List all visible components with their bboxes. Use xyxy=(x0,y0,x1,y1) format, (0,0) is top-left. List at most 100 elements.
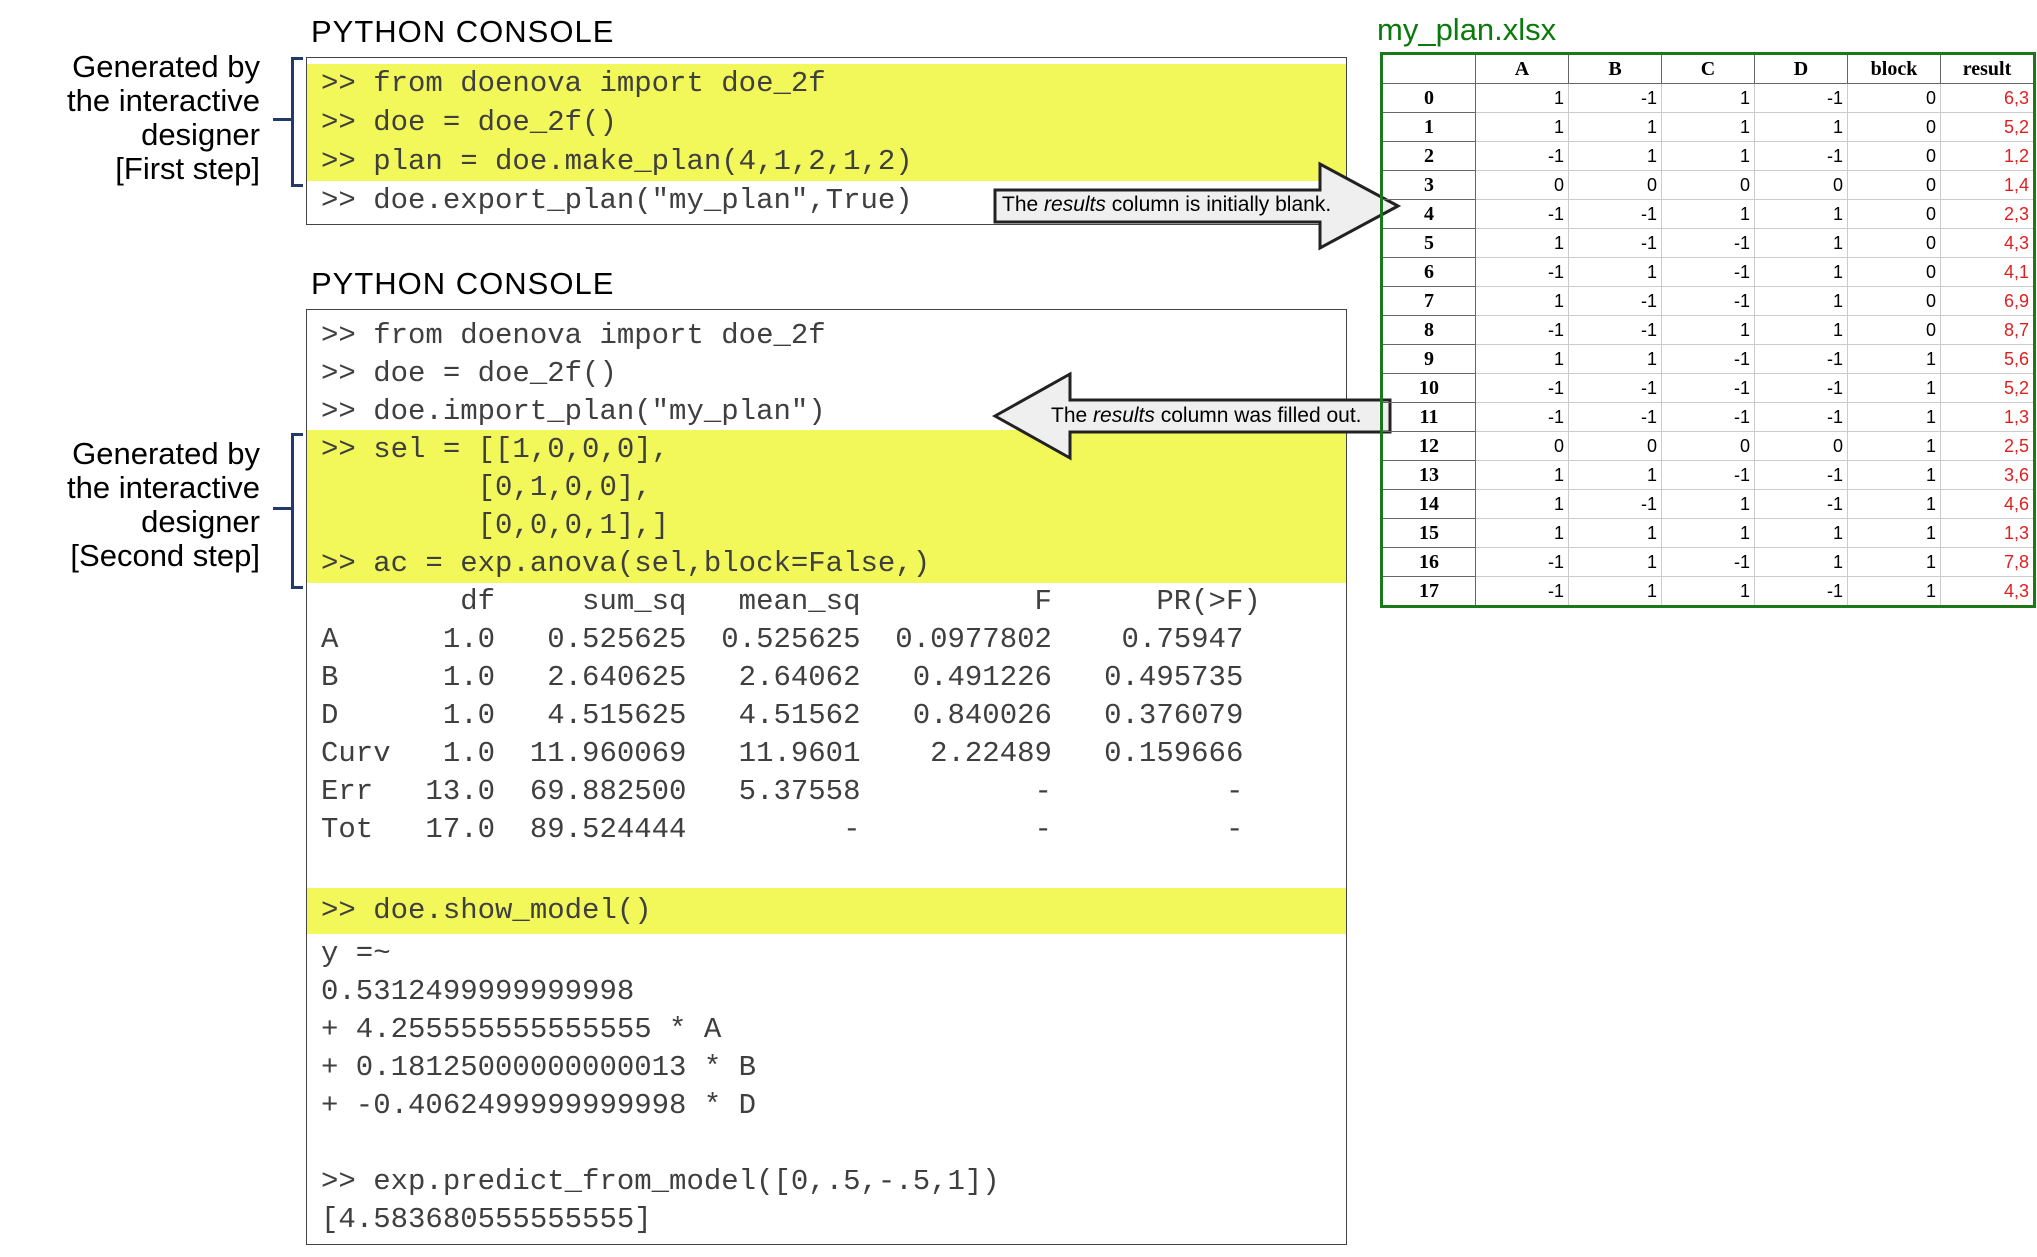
sheet-result-cell: 1,2 xyxy=(1940,141,2035,171)
sheet-cell: 1 xyxy=(1475,344,1569,374)
sheet-filename: my_plan.xlsx xyxy=(1377,12,1557,47)
model-line: y =~ xyxy=(321,937,391,970)
sheet-cell: 1 xyxy=(1475,460,1569,490)
console2-line: [0,1,0,0], xyxy=(307,468,1346,507)
label-line: the interactive xyxy=(67,83,260,118)
anova-row: Tot 17.0 89.524444 - - - xyxy=(321,813,1244,846)
label-line: Generated by xyxy=(72,49,260,84)
sheet-cell: 1 xyxy=(1661,576,1755,607)
sheet-result-cell: 5,2 xyxy=(1940,112,2035,142)
sheet-cell: 1 xyxy=(1754,518,1848,548)
sheet-cell: 1 xyxy=(1847,402,1941,432)
sheet-cell: 1 xyxy=(1475,489,1569,519)
sheet-row-index: 12 xyxy=(1381,431,1476,461)
sheet-cell: -1 xyxy=(1661,547,1755,577)
sheet-cell: -1 xyxy=(1475,402,1569,432)
sheet-row-index: 3 xyxy=(1381,170,1476,200)
sheet-cell: 0 xyxy=(1847,228,1941,258)
sheet-cell: 0 xyxy=(1661,170,1755,200)
sheet-cell: 1 xyxy=(1847,344,1941,374)
sheet-column-header: block xyxy=(1847,53,1941,84)
console2-line xyxy=(307,848,1346,887)
sheet-column-header: B xyxy=(1568,53,1662,84)
sheet-cell: 0 xyxy=(1847,286,1941,316)
sheet-cell: 1 xyxy=(1661,112,1755,142)
sheet-cell: 1 xyxy=(1568,460,1662,490)
sheet-cell: 1 xyxy=(1754,547,1848,577)
sheet-result-cell: 5,6 xyxy=(1940,344,2035,374)
sheet-cell: 0 xyxy=(1847,315,1941,345)
sheet-row-index: 10 xyxy=(1381,373,1476,403)
sheet-cell: 1 xyxy=(1475,83,1569,113)
sheet-cell: 1 xyxy=(1661,199,1755,229)
sheet-result-cell: 7,8 xyxy=(1940,547,2035,577)
sheet-result-cell: 4,3 xyxy=(1940,576,2035,607)
export-arrow-label: The results column is initially blank. xyxy=(1002,193,1332,216)
anova-row: B 1.0 2.640625 2.64062 0.491226 0.495735 xyxy=(321,661,1244,694)
sheet-result-cell: 3,6 xyxy=(1940,460,2035,490)
sheet-cell: 0 xyxy=(1754,431,1848,461)
sheet-cell: 0 xyxy=(1754,170,1848,200)
sheet-cell: -1 xyxy=(1568,402,1662,432)
sheet-result-cell: 2,3 xyxy=(1940,199,2035,229)
bracket-tick xyxy=(273,507,291,510)
sheet-cell: 0 xyxy=(1568,170,1662,200)
sheet-row-index: 1 xyxy=(1381,112,1476,142)
sheet-cell: 1 xyxy=(1847,489,1941,519)
console1-line: >> plan = doe.make_plan(4,1,2,1,2) xyxy=(307,142,1346,181)
sheet-cell: 1 xyxy=(1475,112,1569,142)
console1-line: >> from doenova import doe_2f xyxy=(307,64,1346,103)
console2-line xyxy=(307,1124,1346,1163)
sheet-row-index: 6 xyxy=(1381,257,1476,287)
sheet-cell: 1 xyxy=(1568,518,1662,548)
sheet-cell: -1 xyxy=(1754,83,1848,113)
model-line: + 4.255555555555555 * A xyxy=(321,1013,722,1046)
sheet-cell: -1 xyxy=(1661,257,1755,287)
sheet-cell: -1 xyxy=(1568,228,1662,258)
sheet-cell: -1 xyxy=(1568,83,1662,113)
sheet-result-cell: 6,9 xyxy=(1940,286,2035,316)
sheet-cell: 0 xyxy=(1475,170,1569,200)
sheet-row-index: 7 xyxy=(1381,286,1476,316)
console2-line: >> doe = doe_2f() xyxy=(321,357,617,390)
console2-line: >> doe.show_model() xyxy=(307,888,1346,934)
sheet-row-index: 14 xyxy=(1381,489,1476,519)
sheet-cell: 1 xyxy=(1568,112,1662,142)
second-step-bracket xyxy=(291,433,303,589)
sheet-result-cell: 1,3 xyxy=(1940,402,2035,432)
anova-row: D 1.0 4.515625 4.51562 0.840026 0.376079 xyxy=(321,699,1244,732)
sheet-cell: 1 xyxy=(1661,315,1755,345)
sheet-cell: 1 xyxy=(1475,228,1569,258)
sheet-cell: -1 xyxy=(1475,373,1569,403)
sheet-cell: -1 xyxy=(1661,402,1755,432)
console2-line: >> sel = [[1,0,0,0], xyxy=(307,430,1346,469)
sheet-cell: -1 xyxy=(1568,286,1662,316)
sheet-column-header: C xyxy=(1661,53,1755,84)
sheet-cell: 1 xyxy=(1847,431,1941,461)
sheet-cell: -1 xyxy=(1661,344,1755,374)
console1: >> from doenova import doe_2f >> doe = d… xyxy=(306,57,1347,225)
sheet-row-index: 13 xyxy=(1381,460,1476,490)
first-step-bracket xyxy=(291,57,303,187)
console2-line: >> from doenova import doe_2f xyxy=(321,319,826,352)
model-line: 0.5312499999999998 xyxy=(321,975,635,1008)
sheet-result-cell: 4,1 xyxy=(1940,257,2035,287)
sheet-result-cell: 8,7 xyxy=(1940,315,2035,345)
sheet-cell: 0 xyxy=(1568,431,1662,461)
console2-line: >> doe.import_plan("my_plan") xyxy=(321,395,826,428)
sheet-cell: 0 xyxy=(1847,83,1941,113)
label-line: Generated by xyxy=(72,436,260,471)
sheet-cell: 1 xyxy=(1754,112,1848,142)
sheet-cell: -1 xyxy=(1475,315,1569,345)
